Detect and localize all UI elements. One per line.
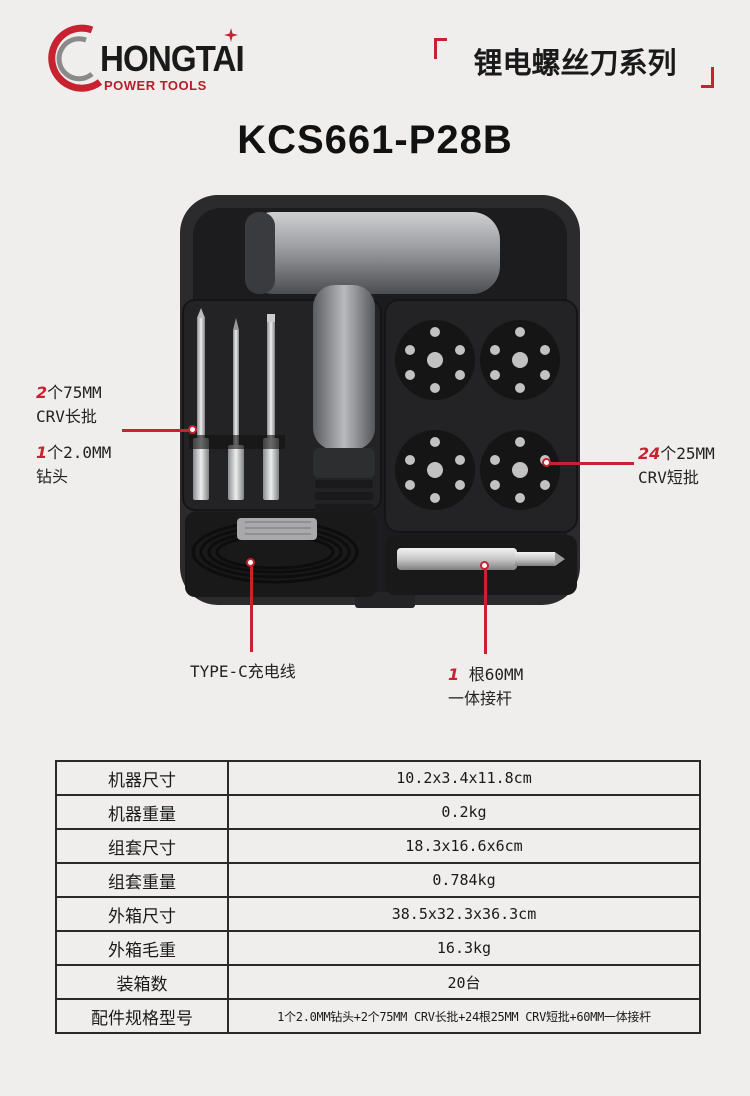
table-row: 外箱尺寸 38.5x32.3x36.3cm	[55, 896, 701, 932]
table-row: 配件规格型号 1个2.0MM钻头+2个75MM CRV长批+24根25MM CR…	[55, 998, 701, 1034]
brand-logo: HONGTAI POWER TOOLS	[42, 24, 272, 96]
spec-value: 38.5x32.3x36.3cm	[227, 896, 701, 932]
callout-text: 根60MM	[459, 665, 524, 684]
table-row: 机器尺寸 10.2x3.4x11.8cm	[55, 760, 701, 796]
spec-value: 16.3kg	[227, 930, 701, 966]
bracket-right	[701, 67, 714, 88]
callout-num: 1	[448, 665, 460, 684]
logo-tagline: POWER TOOLS	[104, 78, 207, 93]
spec-label: 装箱数	[55, 964, 229, 1000]
leader-line	[484, 566, 487, 654]
callout-text: 个75MM	[47, 383, 102, 402]
spec-value: 18.3x16.6x6cm	[227, 828, 701, 864]
callout-drill-bit: 1个2.0MM 钻头	[36, 441, 111, 489]
cable-tie	[237, 518, 317, 540]
spec-label: 机器尺寸	[55, 760, 229, 796]
spec-value: 10.2x3.4x11.8cm	[227, 760, 701, 796]
leader-dot	[542, 458, 551, 467]
leader-line	[548, 462, 634, 465]
spec-value: 20台	[227, 964, 701, 1000]
series-title-text: 锂电螺丝刀系列	[473, 46, 677, 80]
table-row: 机器重量 0.2kg	[55, 794, 701, 830]
long-bits	[189, 308, 285, 500]
callout-text: CRV长批	[36, 407, 97, 426]
series-title: 锂电螺丝刀系列	[434, 38, 714, 88]
table-row: 装箱数 20台	[55, 964, 701, 1000]
callout-text: 个25MM	[660, 444, 715, 463]
callout-num: 1	[36, 443, 48, 462]
callout-text: CRV短批	[638, 468, 699, 487]
callout-text: 一体接杆	[448, 689, 513, 708]
callout-cable: TYPE-C充电线	[190, 660, 296, 684]
leader-dot	[188, 425, 197, 434]
spec-label: 机器重量	[55, 794, 229, 830]
table-row: 组套重量 0.784kg	[55, 862, 701, 898]
product-kit-image	[180, 195, 580, 608]
spec-value: 0.2kg	[227, 794, 701, 830]
spec-label: 外箱尺寸	[55, 896, 229, 932]
callout-short-bits: 24个25MM CRV短批	[638, 442, 715, 490]
callout-text: 个2.0MM	[47, 443, 112, 462]
bracket-left	[434, 38, 447, 59]
screwdriver-body	[245, 212, 500, 512]
logo-swoosh-icon	[48, 24, 103, 92]
table-row: 组套尺寸 18.3x16.6x6cm	[55, 828, 701, 864]
leader-dot	[480, 561, 489, 570]
spec-value: 0.784kg	[227, 862, 701, 898]
callout-text: 钻头	[36, 467, 69, 486]
logo-wordmark: HONGTAI	[100, 38, 245, 79]
spec-value: 1个2.0MM钻头+2个75MM CRV长批+24根25MM CRV短批+60M…	[227, 998, 701, 1034]
callout-num: 24	[638, 444, 661, 463]
leader-dot	[246, 558, 255, 567]
callout-extension: 1 根60MM 一体接杆	[448, 663, 523, 711]
model-number: KCS661-P28B	[237, 118, 513, 162]
spec-label: 组套重量	[55, 862, 229, 898]
spec-label: 配件规格型号	[55, 998, 229, 1034]
spec-label: 组套尺寸	[55, 828, 229, 864]
table-row: 外箱毛重 16.3kg	[55, 930, 701, 966]
spec-table: 机器尺寸 10.2x3.4x11.8cm 机器重量 0.2kg 组套尺寸 18.…	[55, 760, 701, 1034]
leader-line	[250, 562, 253, 652]
spec-label: 外箱毛重	[55, 930, 229, 966]
callout-num: 2	[36, 383, 48, 402]
bit-holders	[395, 320, 560, 510]
callout-long-bits: 2个75MM CRV长批	[36, 381, 102, 429]
logo-spark-icon	[224, 28, 238, 42]
callout-text: TYPE-C充电线	[190, 662, 296, 681]
leader-line	[122, 429, 192, 432]
